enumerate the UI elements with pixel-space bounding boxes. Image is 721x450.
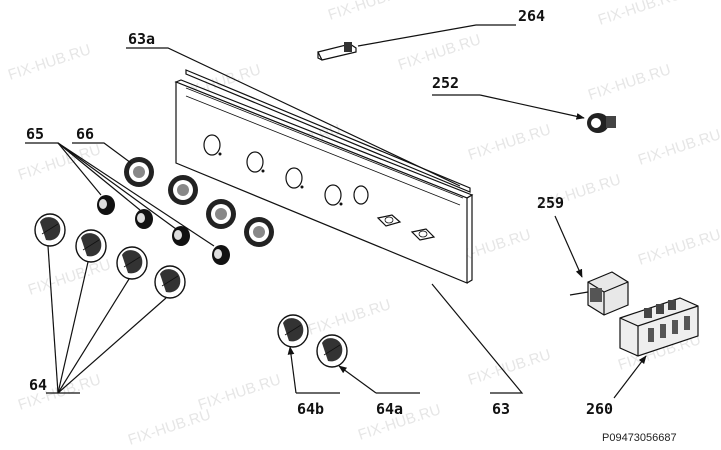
- knob-64b: [277, 314, 309, 348]
- spring: [212, 245, 230, 265]
- callout-64a: 64a: [376, 400, 403, 418]
- knob-64a: [316, 334, 348, 368]
- watermark-text: FIX-HUB.RU: [126, 406, 213, 449]
- bezel-ring: [206, 199, 236, 229]
- callout-260: 260: [586, 400, 613, 418]
- callout-63: 63: [492, 400, 510, 418]
- callout-64: 64: [29, 376, 47, 394]
- watermark-text: FIX-HUB.RU: [586, 61, 673, 104]
- bezel-rings-66: [124, 157, 274, 247]
- watermark-text: FIX-HUB.RU: [26, 256, 113, 299]
- callout-64b: 64b: [297, 400, 324, 418]
- callout-66: 66: [76, 125, 94, 143]
- callout-65: 65: [26, 125, 44, 143]
- control-knobs-64: [34, 213, 186, 299]
- watermark-text: FIX-HUB.RU: [466, 121, 553, 164]
- watermark-text: FIX-HUB.RU: [306, 296, 393, 339]
- bezel-ring: [244, 217, 274, 247]
- watermark-text: FIX-HUB.RU: [636, 126, 721, 169]
- callout-labels: 63a 264 252 65 66 259 260 64 64b 64a 63: [26, 7, 613, 418]
- knob: [154, 265, 186, 299]
- spring: [97, 195, 115, 215]
- spring: [135, 209, 153, 229]
- watermark-text: FIX-HUB.RU: [6, 41, 93, 84]
- watermark-text: FIX-HUB.RU: [466, 346, 553, 389]
- bezel-ring: [168, 175, 198, 205]
- connector-264: [317, 42, 357, 61]
- callout-63a: 63a: [128, 30, 155, 48]
- watermark-text: FIX-HUB.RU: [326, 0, 413, 24]
- trim-strip-63a: [185, 69, 471, 193]
- leader-lines: [25, 24, 647, 399]
- callout-259: 259: [537, 194, 564, 212]
- callout-264: 264: [518, 7, 545, 25]
- switch-259: [569, 271, 629, 316]
- knob-springs-65: [97, 195, 230, 265]
- knob: [75, 229, 107, 263]
- watermark-text: FIX-HUB.RU: [596, 0, 683, 29]
- spring: [172, 226, 190, 246]
- watermark-text: FIX-HUB.RU: [16, 141, 103, 184]
- bezel-ring: [124, 157, 154, 187]
- part-number: P09473056687: [602, 432, 677, 444]
- callout-252: 252: [432, 74, 459, 92]
- indicator-lamp-252: [587, 113, 616, 133]
- knob: [34, 213, 66, 247]
- control-panel-63: [174, 79, 474, 284]
- watermark-text: FIX-HUB.RU: [196, 371, 283, 414]
- selector-switch-260: [619, 297, 699, 357]
- watermark-text: FIX-HUB.RU: [636, 226, 721, 269]
- knob: [116, 246, 148, 280]
